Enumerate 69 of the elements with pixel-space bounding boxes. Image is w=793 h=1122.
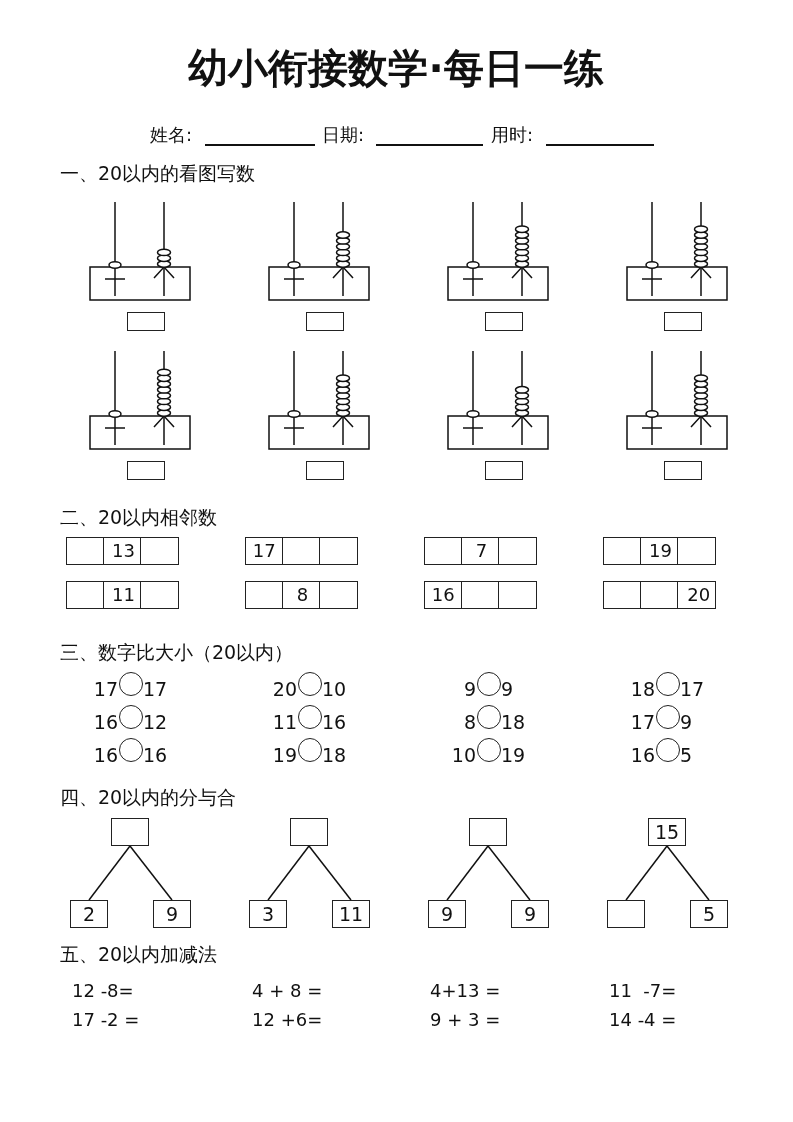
equation: 4 + 8 = bbox=[252, 982, 323, 1000]
number-box: 15 bbox=[648, 818, 686, 846]
connector-line bbox=[625, 845, 668, 901]
compare-number: 9 bbox=[680, 712, 693, 732]
section-heading: 三、数字比大小（20以内） bbox=[60, 642, 294, 662]
cell-number: 19 bbox=[649, 542, 672, 560]
number-box: 5 bbox=[690, 900, 728, 928]
compare-number: 10 bbox=[322, 679, 347, 699]
section-heading: 二、20以内相邻数 bbox=[60, 507, 218, 527]
compare-number: 16 bbox=[630, 745, 655, 765]
equation: 12 +6= bbox=[252, 1011, 323, 1029]
equation: 14 -4 = bbox=[609, 1011, 677, 1029]
compare-number: 12 bbox=[143, 712, 168, 732]
compare-number: 16 bbox=[322, 712, 347, 732]
compare-number: 20 bbox=[272, 679, 297, 699]
compare-number: 17 bbox=[143, 679, 168, 699]
worksheet-title: 幼小衔接数学·每日一练 bbox=[188, 48, 604, 88]
answer-box bbox=[111, 818, 149, 846]
cell-number: 7 bbox=[475, 542, 488, 560]
field-label: 姓名: bbox=[150, 126, 193, 144]
compare-number: 19 bbox=[501, 745, 526, 765]
number-box: 9 bbox=[511, 900, 549, 928]
answer-box bbox=[469, 818, 507, 846]
compare-number: 9 bbox=[463, 679, 476, 699]
equation: 12 -8= bbox=[72, 982, 134, 1000]
compare-number: 8 bbox=[463, 712, 476, 732]
compare-number: 16 bbox=[143, 745, 168, 765]
compare-number: 19 bbox=[272, 745, 297, 765]
answer-box bbox=[607, 900, 645, 928]
cell-number: 13 bbox=[112, 542, 135, 560]
compare-number: 17 bbox=[680, 679, 705, 699]
field-label: 日期: bbox=[322, 126, 365, 144]
cell-number: 16 bbox=[431, 586, 455, 604]
compare-number: 18 bbox=[630, 679, 655, 699]
number-box: 9 bbox=[428, 900, 466, 928]
compare-number: 5 bbox=[680, 745, 693, 765]
number-box: 2 bbox=[70, 900, 108, 928]
cell-number: 8 bbox=[296, 586, 309, 604]
equation: 11 -7= bbox=[609, 982, 677, 1000]
section-heading: 四、20以内的分与合 bbox=[60, 787, 237, 807]
compare-number: 17 bbox=[630, 712, 655, 732]
compare-number: 11 bbox=[272, 712, 297, 732]
equation: 9 + 3 = bbox=[430, 1011, 501, 1029]
number-box: 9 bbox=[153, 900, 191, 928]
equation: 4+13 = bbox=[430, 982, 501, 1000]
cell-number: 11 bbox=[112, 586, 135, 604]
connector-line bbox=[666, 845, 710, 901]
compare-number: 9 bbox=[501, 679, 514, 699]
compare-number: 16 bbox=[93, 712, 118, 732]
compare-number: 18 bbox=[322, 745, 347, 765]
number-box: 3 bbox=[249, 900, 287, 928]
compare-number: 16 bbox=[93, 745, 118, 765]
compare-number: 10 bbox=[451, 745, 476, 765]
compare-number: 17 bbox=[93, 679, 118, 699]
compare-number: 18 bbox=[501, 712, 526, 732]
field-label: 用时: bbox=[491, 126, 534, 144]
cell-number: 20 bbox=[687, 586, 711, 604]
equation: 17 -2 = bbox=[72, 1011, 140, 1029]
connector-line bbox=[129, 845, 173, 901]
connector-line bbox=[487, 845, 531, 901]
cell-number: 17 bbox=[252, 542, 276, 560]
connector-line bbox=[88, 845, 131, 901]
section-heading: 五、20以内加减法 bbox=[60, 944, 218, 964]
answer-box bbox=[290, 818, 328, 846]
section-heading: 一、20以内的看图写数 bbox=[60, 163, 256, 183]
connector-line bbox=[267, 845, 310, 901]
number-box: 11 bbox=[332, 900, 370, 928]
connector-line bbox=[308, 845, 352, 901]
connector-line bbox=[446, 845, 489, 901]
